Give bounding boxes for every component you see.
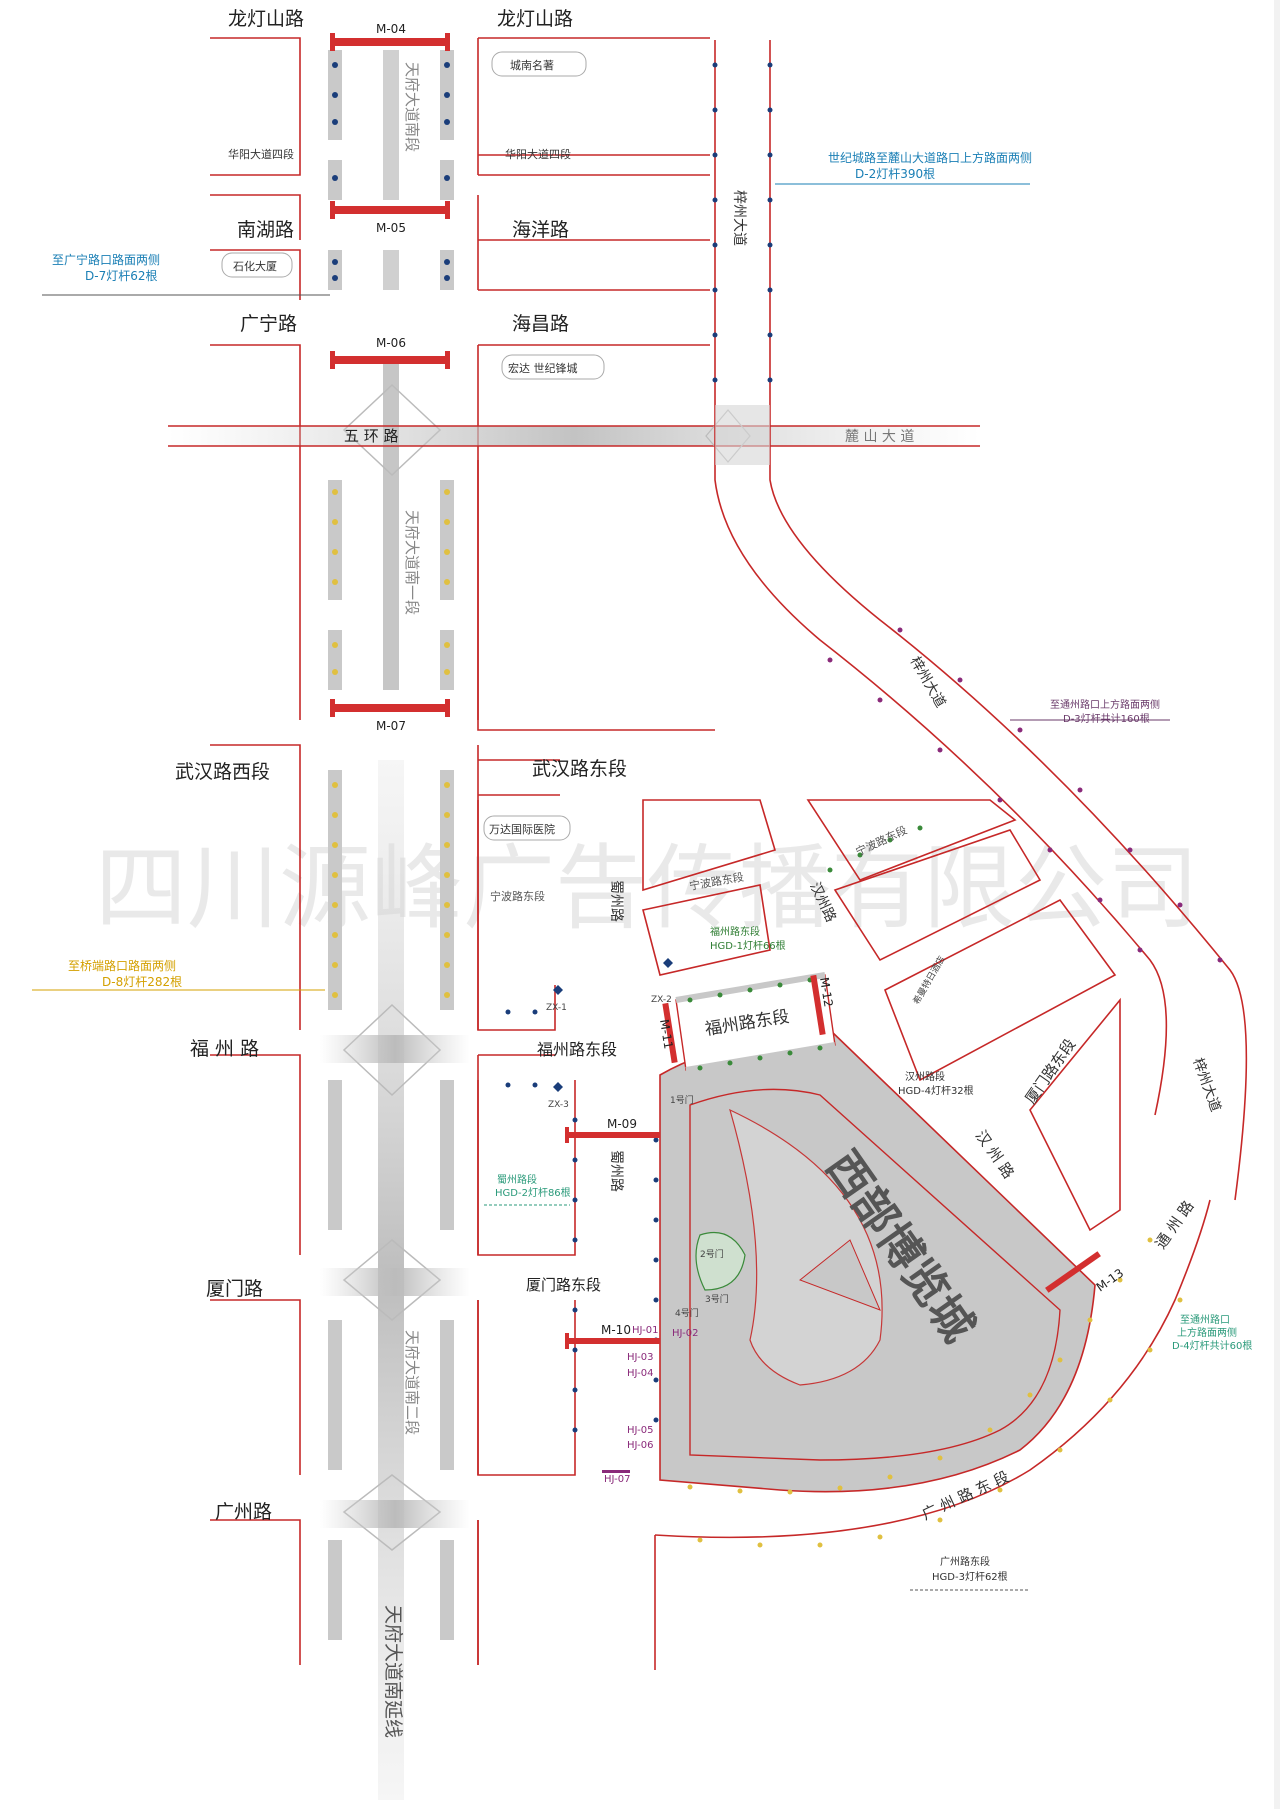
note-hgd2-line2: HGD-2灯杆86根: [495, 1186, 571, 1199]
road-shuzhou-upper: 蜀州路: [608, 880, 624, 922]
hj06-label: HJ-06: [627, 1440, 653, 1451]
road-fuzhou-west: 福 州 路: [190, 1038, 259, 1060]
marker-m09: M-09: [607, 1117, 637, 1131]
road-tianfu-s2: 天府大道南二段: [403, 1330, 421, 1435]
landmarks: [221, 51, 605, 841]
gate-4: 4号门: [675, 1307, 699, 1319]
note-hgd3-line1: 广州路东段: [940, 1555, 990, 1568]
road-zizhou-upper: 梓州大道: [731, 190, 747, 246]
note-hgd3-line2: HGD-3灯杆62根: [932, 1570, 1008, 1583]
zizhou-lower-poles: [827, 627, 1223, 963]
note-hgd4-line2: HGD-4灯杆32根: [898, 1084, 974, 1097]
note-d4-line3: D-4灯杆共计60根: [1172, 1339, 1252, 1352]
road-tongzhou: 通 州 路: [1152, 1197, 1198, 1252]
note-hgd1-line1: 福州路东段: [710, 925, 760, 938]
note-hgd1-line2: HGD-1灯杆66根: [710, 939, 786, 952]
red-markers: [330, 33, 1101, 1349]
landmark-wanda: 万达国际医院: [489, 822, 555, 836]
road-zizhou-lower: 梓州大道: [1189, 1056, 1223, 1114]
note-hgd2-line1: 蜀州路段: [497, 1173, 537, 1186]
road-lushan: 麓 山 大 道: [845, 429, 914, 445]
marker-m07: M-07: [376, 719, 406, 733]
marker-m10: M-10: [601, 1323, 631, 1337]
landmark-hotel: 希曼特日酒店: [910, 954, 947, 1007]
note-d7-line2: D-7灯杆62根: [85, 269, 157, 283]
note-d3-line1: 至通州路口上方路面两侧: [1050, 698, 1160, 711]
road-ningbo-1: 宁波路东段: [490, 889, 545, 903]
road-xiamen-diag: 厦门路东段: [1022, 1036, 1080, 1108]
hj04-label: HJ-04: [627, 1368, 653, 1379]
note-d4-line1: 至通州路口: [1180, 1313, 1230, 1326]
marker-m12: M-12: [817, 976, 836, 1008]
note-d2-line2: D-2灯杆390根: [855, 167, 935, 181]
marker-m11: M-11: [657, 1018, 676, 1050]
note-d2-line1: 世纪城路至麓山大道路口上方路面两侧: [828, 150, 1032, 165]
note-d8-line2: D-8灯杆282根: [102, 975, 182, 989]
note-d4-line2: 上方路面两侧: [1177, 1326, 1237, 1339]
road-fuzhou-east: 福州路东段: [537, 1040, 617, 1059]
road-shuzhou-lower: 蜀州路: [608, 1150, 624, 1192]
avenue-poles: [332, 62, 450, 998]
road-longdengshan-east: 龙灯山路: [497, 8, 573, 30]
page-edge: [1274, 0, 1280, 1809]
note-d8-line1: 至桥端路口路面两侧: [68, 958, 176, 973]
note-hgd4-line1: 汉州路段: [905, 1070, 945, 1083]
hj07-bar: [602, 1470, 630, 1473]
gate-1: 1号门: [670, 1094, 694, 1106]
note-d7-line1: 至广宁路口路面两侧: [52, 252, 160, 267]
road-wuhuan: 五 环 路: [344, 427, 399, 445]
road-guangzhou-west: 广州路: [215, 1501, 272, 1523]
landmark-shihua: 石化大厦: [233, 259, 277, 273]
zx1-label: ZX-1: [546, 1003, 567, 1013]
note-d3-line2: D-3灯杆共计160根: [1063, 712, 1150, 725]
road-haiyang: 海洋路: [512, 219, 569, 241]
gate-3: 3号门: [705, 1293, 729, 1305]
marker-m04: M-04: [376, 22, 406, 36]
road-longdengshan-west: 龙灯山路: [228, 8, 304, 30]
guangzhou-poles: [687, 1237, 1183, 1548]
road-zizhou-mid: 梓州大道: [907, 654, 949, 710]
road-guangning: 广宁路: [240, 313, 297, 335]
road-wuhan-east: 武汉路东段: [532, 758, 627, 780]
road-xiamen-west: 厦门路: [206, 1278, 263, 1300]
road-nanhu: 南湖路: [237, 219, 294, 241]
zx-markers: [553, 958, 673, 1092]
fuzhou-box: [675, 825, 923, 1073]
hj01-label: HJ-01: [632, 1325, 658, 1336]
east-blocks: [477, 460, 1211, 1670]
road-wuhan-west: 武汉路西段: [175, 761, 270, 783]
landmark-hongda: 宏达 世纪锋城: [508, 361, 578, 375]
zx3-label: ZX-3: [548, 1100, 569, 1110]
road-tianfu-s1: 天府大道南一段: [403, 510, 421, 615]
hj07-label: HJ-07: [604, 1474, 630, 1485]
hj03-label: HJ-03: [627, 1352, 653, 1363]
road-xiamen-east: 厦门路东段: [526, 1276, 601, 1294]
landmark-chengnan: 城南名著: [510, 58, 554, 72]
road-huayang-west: 华阳大道四段: [228, 147, 294, 161]
zizhou-poles: [712, 62, 773, 383]
zx2-label: ZX-2: [651, 995, 672, 1005]
road-huayang-east: 华阳大道四段: [505, 147, 571, 161]
zizhou-avenue: [714, 40, 1248, 1201]
marker-m06: M-06: [376, 336, 406, 350]
gate-2: 2号门: [700, 1248, 724, 1260]
road-tianfu-s: 天府大道南段: [403, 62, 421, 152]
road-tianfu-ext: 天府大道南延线: [382, 1605, 404, 1738]
hj02-label: HJ-02: [672, 1328, 698, 1339]
marker-m13: M-13: [1094, 1266, 1127, 1295]
road-haichang: 海昌路: [512, 313, 569, 335]
hj05-label: HJ-05: [627, 1425, 653, 1436]
marker-m05: M-05: [376, 221, 406, 235]
